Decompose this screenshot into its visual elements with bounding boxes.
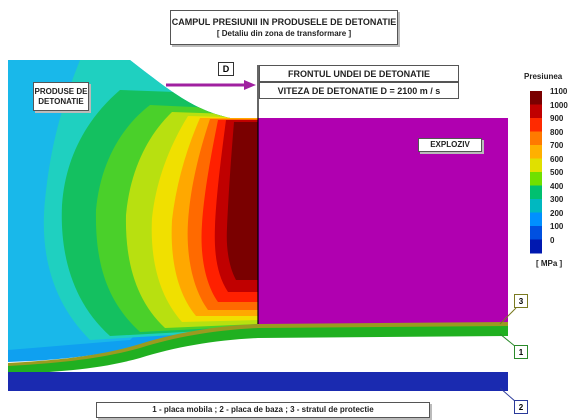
pressure-color-scale xyxy=(530,91,542,254)
speed-label: VITEZA DE DETONATIE D = 2100 m / s xyxy=(259,82,459,99)
marker-2: 2 xyxy=(514,400,528,414)
scale-title: Presiunea xyxy=(524,72,563,81)
connector-1 xyxy=(499,333,517,348)
mobile-plate xyxy=(8,326,508,374)
base-plate xyxy=(8,372,508,391)
diagram-title: CAMPUL PRESIUNII IN PRODUSELE DE DETONAT… xyxy=(171,16,397,27)
legend-box: 1 - placa mobila ; 2 - placa de baza ; 3… xyxy=(96,402,430,418)
front-label: FRONTUL UNDEI DE DETONATIE xyxy=(259,65,459,82)
scale-segment xyxy=(530,239,542,254)
scale-tick-label: 800 xyxy=(550,127,564,137)
marker-1: 1 xyxy=(514,345,528,359)
scale-segment xyxy=(530,131,542,146)
scale-segment xyxy=(530,158,542,173)
arrow-head-icon xyxy=(244,80,256,90)
marker-d: D xyxy=(218,62,234,76)
explosive-region xyxy=(258,118,508,326)
diagram-subtitle: [ Detaliu din zona de transformare ] xyxy=(216,28,352,38)
products-label-line2: DETONATIE xyxy=(38,96,84,106)
scale-tick-label: 500 xyxy=(550,168,564,177)
scale-tick-label: 100 xyxy=(550,222,564,231)
marker-3: 3 xyxy=(514,294,528,308)
products-label-line1: PRODUSE DE xyxy=(34,86,88,96)
scale-tick-label: 300 xyxy=(550,195,564,204)
scale-segment xyxy=(530,212,542,227)
scale-tick-label: 900 xyxy=(550,114,564,123)
scale-tick-label: 700 xyxy=(550,141,564,150)
scale-tick-label: 400 xyxy=(550,181,564,191)
products-label-box: PRODUSE DE DETONATIE xyxy=(33,82,89,111)
scale-tick-label: 600 xyxy=(550,154,564,164)
scale-segment xyxy=(530,104,542,119)
connector-3 xyxy=(499,307,517,325)
explosive-label: EXPLOZIV xyxy=(418,138,482,152)
scale-segment xyxy=(530,226,542,240)
scale-segment xyxy=(530,199,542,213)
scale-segment xyxy=(530,145,542,159)
scale-tick-label: 1000 xyxy=(550,100,568,110)
scale-tick-label: 0 xyxy=(550,235,555,245)
scale-segment xyxy=(530,91,542,105)
scale-segment xyxy=(530,118,542,132)
scale-tick-label: 1100 xyxy=(550,87,568,96)
connector-2 xyxy=(499,387,517,403)
diagram-title-box: CAMPUL PRESIUNII IN PRODUSELE DE DETONAT… xyxy=(170,10,398,45)
scale-segment xyxy=(530,185,542,200)
scale-unit: [ MPa ] xyxy=(536,259,563,268)
scale-tick-label: 200 xyxy=(550,208,564,218)
scale-segment xyxy=(530,172,542,186)
